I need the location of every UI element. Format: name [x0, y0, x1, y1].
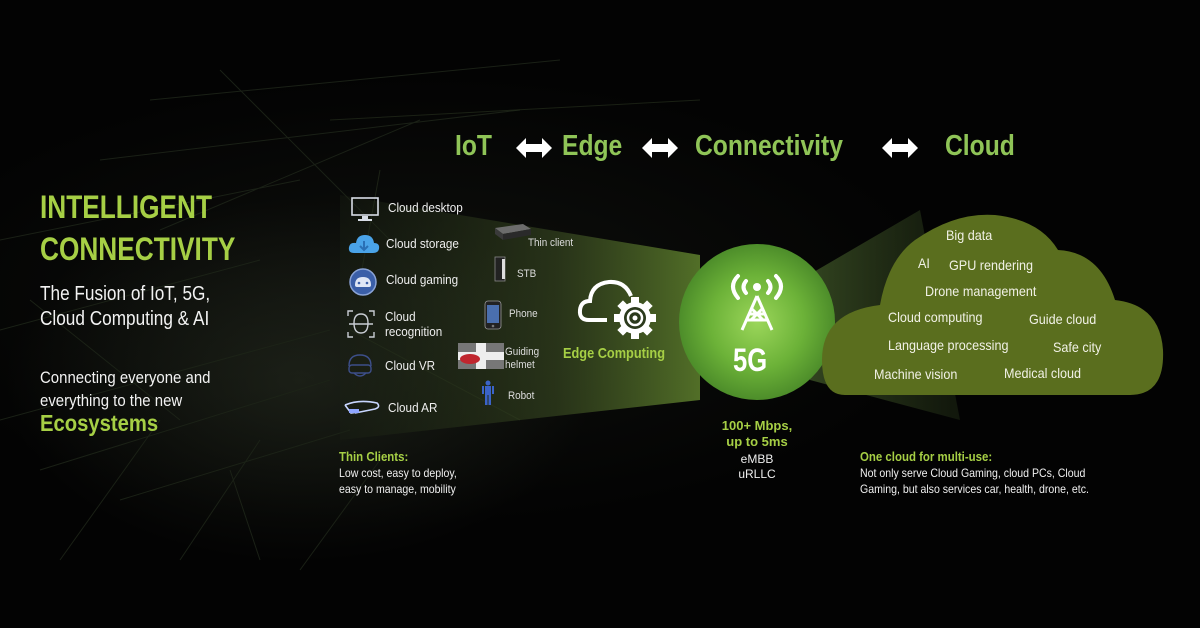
connectivity-performance: 100+ Mbps, up to 5ms — [711, 418, 803, 450]
robot-icon — [482, 380, 494, 405]
service-cloud-ar: Cloud AR — [388, 400, 438, 415]
cloud-item-big-data: Big data — [946, 227, 993, 243]
service-cloud-storage: Cloud storage — [386, 236, 459, 251]
connectivity-modes: eMBB uRLLC — [711, 452, 803, 482]
title-line-2: CONNECTIVITY — [40, 231, 236, 267]
cloud-download-icon — [348, 235, 380, 253]
label-line-2: helmet — [505, 359, 535, 371]
cloud-item-machine-vision: Machine vision — [874, 366, 958, 382]
device-stb: STB — [517, 268, 537, 280]
label-line-1: Cloud — [385, 309, 416, 324]
cloud-item-drone-management: Drone management — [925, 283, 1037, 299]
stage-cloud: Cloud — [945, 130, 1015, 162]
cloud-note-heading: One cloud for multi-use: — [860, 449, 993, 464]
main-title: INTELLIGENT CONNECTIVITY — [40, 186, 235, 270]
smartphone-icon — [484, 300, 502, 330]
cloud-item-cloud-computing: Cloud computing — [888, 309, 983, 325]
latency: up to 5ms — [726, 434, 788, 449]
stage-edge: Edge — [562, 130, 623, 162]
subtitle-line-2: Cloud Computing & AI — [40, 308, 210, 330]
cloud-note-description: Not only serve Cloud Gaming, cloud PCs, … — [860, 465, 1089, 497]
cloud-item-gpu-rendering: GPU rendering — [949, 257, 1034, 273]
device-phone: Phone — [509, 308, 538, 320]
line-1: Low cost, easy to deploy, — [339, 466, 457, 480]
cloud-item-guide-cloud: Guide cloud — [1029, 311, 1097, 327]
device-thin-client: Thin client — [528, 237, 574, 249]
label-line-2: recognition — [385, 324, 443, 339]
thin-clients-heading: Thin Clients: — [339, 449, 409, 464]
tagline-line-1: Connecting everyone and — [40, 368, 211, 387]
gamepad-icon — [349, 268, 377, 296]
line-2: Gaming, but also services car, health, d… — [860, 482, 1089, 496]
vr-headset-icon — [348, 354, 372, 377]
tagline-highlight: Ecosystems — [40, 410, 159, 436]
subtitle: The Fusion of IoT, 5G, Cloud Computing &… — [40, 282, 210, 332]
cloud-item-safe-city: Safe city — [1053, 339, 1102, 355]
label-line-1: Guiding — [505, 346, 540, 358]
line-2: easy to manage, mobility — [339, 482, 456, 496]
cloud-item-medical-cloud: Medical cloud — [1004, 365, 1082, 381]
edge-computing-label: Edge Computing — [563, 345, 665, 362]
face-scan-icon — [347, 310, 375, 338]
stage-connectivity: Connectivity — [695, 130, 843, 162]
thin-client-box-icon — [495, 224, 531, 240]
cloud-item-language-processing: Language processing — [888, 337, 1009, 353]
cloud-item-ai: AI — [918, 255, 930, 271]
device-robot: Robot — [508, 390, 535, 402]
title-line-1: INTELLIGENT — [40, 189, 213, 225]
service-cloud-recognition: Cloud recognition — [385, 309, 442, 339]
double-arrow-icon — [642, 138, 678, 158]
5g-badge: 5G — [733, 342, 768, 378]
service-cloud-vr: Cloud VR — [385, 358, 436, 373]
double-arrow-icon — [882, 138, 918, 158]
thin-clients-description: Low cost, easy to deploy, easy to manage… — [339, 465, 457, 497]
line-1: Not only serve Cloud Gaming, cloud PCs, … — [860, 466, 1086, 480]
mode-urllc: uRLLC — [738, 467, 776, 481]
subtitle-line-1: The Fusion of IoT, 5G, — [40, 283, 211, 305]
monitor-icon — [351, 197, 379, 221]
device-guiding-helmet: Guiding helmet — [505, 346, 539, 372]
set-top-box-icon — [494, 256, 506, 282]
cloud-shape — [822, 214, 1164, 395]
tagline: Connecting everyone and everything to th… — [40, 366, 211, 412]
double-arrow-icon — [516, 138, 552, 158]
stage-iot: IoT — [455, 130, 492, 162]
speed: 100+ Mbps, — [721, 418, 793, 433]
cell-tower-icon — [731, 274, 783, 331]
mode-embb: eMBB — [740, 452, 774, 466]
5g-circle — [679, 244, 835, 400]
tagline-line-2: everything to the new — [40, 391, 183, 410]
service-cloud-desktop: Cloud desktop — [388, 200, 463, 215]
cloud-gear-icon — [577, 279, 656, 339]
ar-glasses-icon — [344, 400, 380, 414]
service-cloud-gaming: Cloud gaming — [386, 272, 459, 287]
map-car-icon — [458, 343, 504, 369]
